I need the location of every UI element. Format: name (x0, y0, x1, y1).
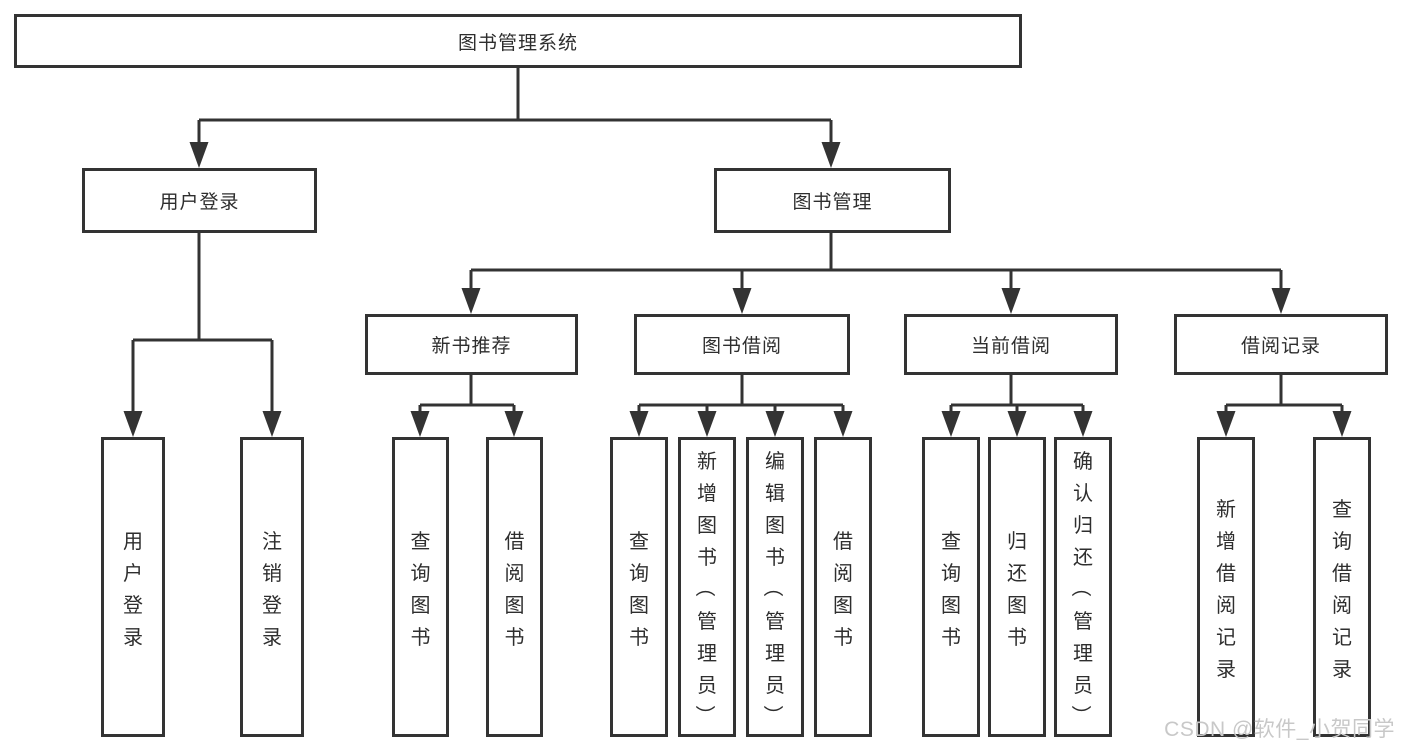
leaf-record-add-borrow-record: 新增借阅记录 (1197, 437, 1255, 737)
watermark-text: CSDN @软件_小贺同学 (1164, 718, 1395, 741)
arrowhead (1271, 288, 1291, 314)
arrowhead (697, 411, 717, 437)
node-new-book-recommendation: 新书推荐 (365, 314, 578, 375)
leaf-current-return-books: 归还图书 (988, 437, 1046, 737)
connector-segments (131, 68, 1344, 414)
leaf-borrow-edit-books-admin: 编辑图书（管理员） (746, 437, 804, 737)
leaf-current-confirm-return-admin: 确认归还（管理员） (1054, 437, 1112, 737)
node-root-library-management-system: 图书管理系统 (14, 14, 1022, 68)
arrowhead (123, 411, 143, 437)
arrowhead (262, 411, 282, 437)
arrowhead (941, 411, 961, 437)
arrowhead (629, 411, 649, 437)
arrowhead (765, 411, 785, 437)
arrowhead (1073, 411, 1093, 437)
arrowhead (461, 288, 481, 314)
leaf-newrec-borrow-books: 借阅图书 (486, 437, 543, 737)
leaf-newrec-query-books: 查询图书 (392, 437, 449, 737)
node-user-login: 用户登录 (82, 168, 317, 233)
node-book-management: 图书管理 (714, 168, 951, 233)
leaf-borrow-borrow-books: 借阅图书 (814, 437, 872, 737)
arrowhead (1007, 411, 1027, 437)
arrowhead (410, 411, 430, 437)
leaf-user-login: 用户登录 (101, 437, 165, 737)
arrowhead (1216, 411, 1236, 437)
leaf-logout: 注销登录 (240, 437, 304, 737)
node-borrowing-records: 借阅记录 (1174, 314, 1388, 375)
leaf-record-query-borrow-record: 查询借阅记录 (1313, 437, 1371, 737)
arrowhead (1001, 288, 1021, 314)
arrowhead (833, 411, 853, 437)
arrowhead (189, 142, 209, 168)
arrowhead (821, 142, 841, 168)
arrowhead (504, 411, 524, 437)
node-current-borrowing: 当前借阅 (904, 314, 1118, 375)
leaf-borrow-query-books: 查询图书 (610, 437, 668, 737)
leaf-borrow-add-books-admin: 新增图书（管理员） (678, 437, 736, 737)
arrowhead-group (123, 142, 1352, 437)
node-book-borrowing: 图书借阅 (634, 314, 850, 375)
arrowhead (1332, 411, 1352, 437)
leaf-current-query-books: 查询图书 (922, 437, 980, 737)
arrowhead (732, 288, 752, 314)
